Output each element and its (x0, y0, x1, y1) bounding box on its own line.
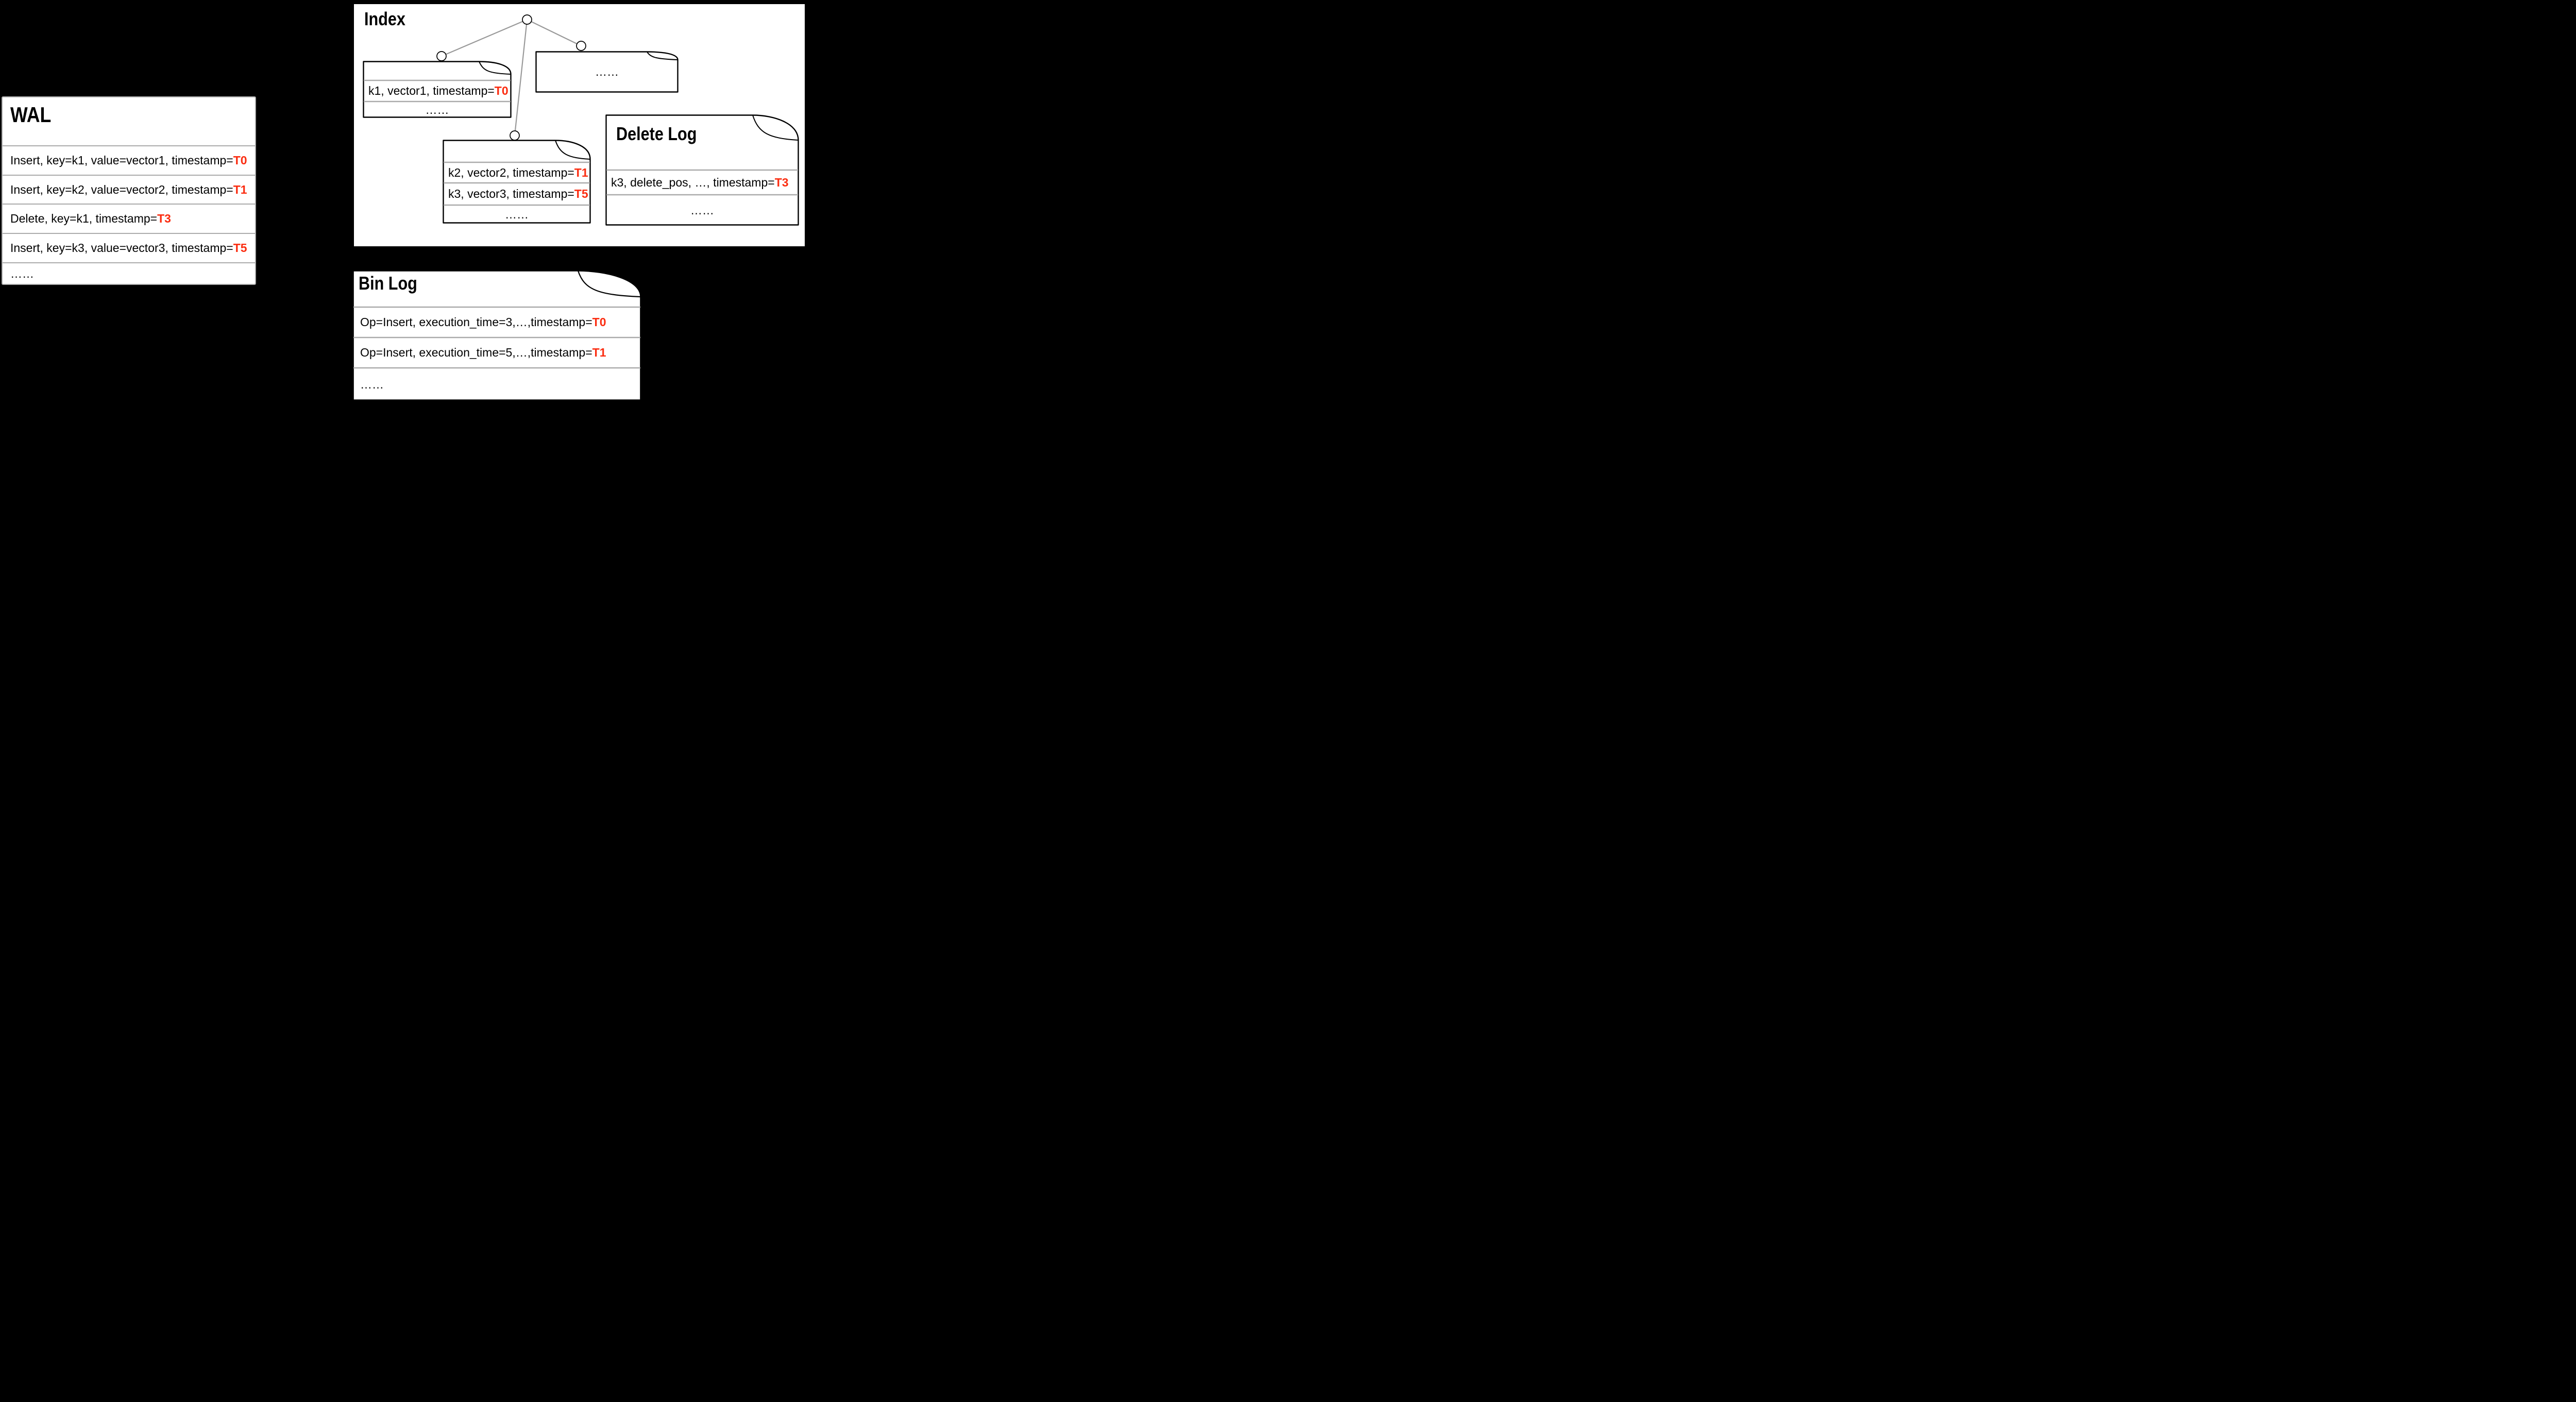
ellipsis-text: …… (425, 103, 449, 116)
bin-log-ellipsis-row: …… (352, 368, 641, 401)
delete-log-row: k3, delete_pos, …, timestamp=T3 (605, 170, 799, 195)
tree-root-node (522, 14, 532, 25)
ellipsis-text: …… (505, 207, 529, 221)
timestamp-value: T5 (233, 241, 247, 255)
index-panel: Index k1, vector1, timestamp=T0 …… (354, 4, 805, 246)
entry-text: Op=Insert, execution_time=5,…,timestamp= (360, 346, 592, 359)
ellipsis-row: …… (605, 195, 799, 226)
folded-corner-crease (555, 140, 590, 160)
wal-row-text: Delete, key=k1, timestamp= (10, 212, 158, 225)
wal-title: WAL (10, 103, 52, 127)
ellipsis-row: …… (535, 51, 679, 93)
timestamp-value: T1 (233, 182, 247, 196)
ellipsis-text: …… (10, 266, 34, 280)
folded-corner-crease (479, 61, 511, 75)
folded-corner-crease (577, 271, 641, 298)
wal-log-row: Insert, key=k3, value=vector3, timestamp… (3, 233, 255, 262)
wal-log-row: Delete, key=k1, timestamp=T3 (3, 204, 255, 233)
folded-corner-crease (647, 51, 678, 60)
page-body (443, 140, 591, 224)
bin-log-row: Op=Insert, execution_time=3,…,timestamp=… (352, 307, 641, 337)
index-middle-leaf-page: k2, vector2, timestamp=T1 k3, vector3, t… (443, 140, 591, 224)
entry-text: k3, vector3, timestamp= (448, 187, 574, 200)
index-entry-row: k3, vector3, timestamp=T5 (443, 183, 591, 205)
tree-node-right (576, 41, 586, 51)
diagram-canvas: WAL Insert, key=k1, value=vector1, times… (0, 0, 808, 402)
timestamp-value: T5 (574, 187, 588, 200)
page-outline (605, 114, 799, 226)
page-outline (352, 270, 641, 401)
wal-log-row: Insert, key=k2, value=vector2, timestamp… (3, 175, 255, 204)
delete-log-page: Delete Log k3, delete_pos, …, timestamp=… (605, 114, 799, 226)
timestamp-value: T1 (592, 346, 606, 359)
page-body (535, 51, 679, 93)
wal-title-row: WAL (3, 97, 255, 145)
page-outline (363, 61, 512, 118)
bin-log-row: Op=Insert, execution_time=5,…,timestamp=… (352, 337, 641, 368)
tree-edge (441, 19, 528, 57)
ellipsis-text: …… (360, 377, 384, 391)
entry-text: Op=Insert, execution_time=3,…,timestamp= (360, 315, 592, 329)
folded-corner-crease (752, 115, 799, 141)
wal-row-text: Insert, key=k3, value=vector3, timestamp… (10, 241, 233, 255)
wal-card: WAL Insert, key=k1, value=vector1, times… (2, 96, 256, 285)
timestamp-value: T3 (774, 175, 789, 189)
index-left-leaf-page: k1, vector1, timestamp=T0 …… (363, 61, 512, 118)
tree-node-middle (510, 130, 520, 141)
entry-text: k3, delete_pos, …, timestamp= (611, 175, 775, 189)
index-title: Index (364, 8, 405, 29)
wal-row-text: Insert, key=k2, value=vector2, timestamp… (10, 182, 233, 196)
timestamp-value: T0 (494, 84, 509, 97)
entry-text: k2, vector2, timestamp= (448, 165, 574, 179)
bin-log-page: Bin Log Op=Insert, execution_time=3,…,ti… (352, 270, 641, 401)
entry-text: k1, vector1, timestamp= (368, 84, 495, 97)
bin-log-title: Bin Log (359, 273, 417, 294)
tree-edge (514, 19, 528, 136)
page-body (363, 61, 512, 118)
ellipsis-row: …… (443, 205, 591, 224)
timestamp-value: T3 (157, 212, 171, 225)
delete-log-title: Delete Log (616, 123, 697, 144)
timestamp-value: T1 (574, 165, 588, 179)
wal-row-text: Insert, key=k1, value=vector1, timestamp… (10, 154, 233, 167)
page-outline (443, 140, 591, 224)
ellipsis-row: …… (363, 102, 512, 118)
timestamp-value: T0 (233, 154, 247, 167)
wal-log-row: Insert, key=k1, value=vector1, timestamp… (3, 145, 255, 175)
index-right-leaf-page: …… (535, 51, 679, 93)
index-entry-row: k2, vector2, timestamp=T1 (443, 162, 591, 183)
ellipsis-text: …… (690, 203, 714, 217)
index-entry-row: k1, vector1, timestamp=T0 (363, 80, 512, 102)
timestamp-value: T0 (592, 315, 606, 329)
ellipsis-text: …… (595, 65, 619, 78)
page-outline (535, 51, 679, 93)
wal-ellipsis-row: …… (3, 262, 255, 284)
tree-edge (527, 19, 582, 46)
tree-node-left (436, 51, 447, 61)
